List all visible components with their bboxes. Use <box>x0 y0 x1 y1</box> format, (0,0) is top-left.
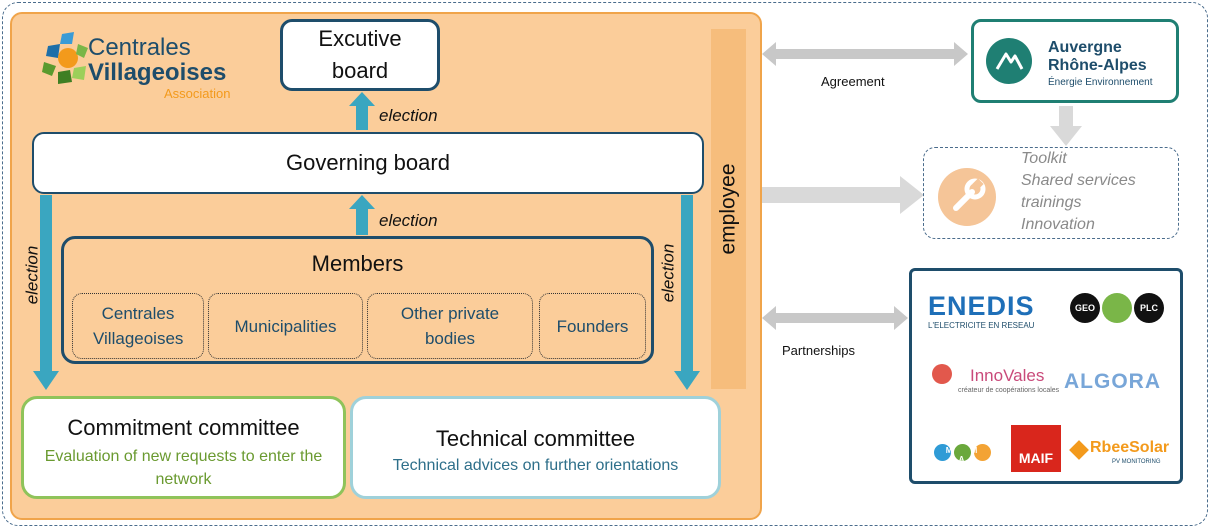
ara-down-arrow <box>1050 106 1082 146</box>
centrales-villageoises-logo: Centrales Villageoises Association <box>40 30 250 102</box>
members-title: Members <box>311 251 404 276</box>
employee-bar <box>711 29 746 389</box>
enedis-tagline: L'ELECTRICITE EN RESEAU <box>928 321 1035 330</box>
member-founders: Founders <box>539 293 646 359</box>
commitment-committee-title: Commitment committee <box>67 415 300 440</box>
rbee-solar-tagline: PV MONITORING <box>1112 459 1161 465</box>
mma-logo: M M A <box>934 443 994 464</box>
election-label-members: election <box>379 211 438 230</box>
agreement-arrow <box>762 42 968 66</box>
logo-line2: Villageoises <box>88 59 227 86</box>
globe-icon <box>1102 293 1132 323</box>
partners-box: ENEDIS L'ELECTRICITE EN RESEAU GEO PLC I… <box>909 268 1183 484</box>
employee-label: employee <box>716 163 740 255</box>
maif-logo: MAIF <box>1011 425 1061 472</box>
service-shared-services: Shared services <box>1021 172 1136 189</box>
innovales-logo: InnoVales <box>970 366 1045 385</box>
executive-board-label: Excutive board <box>318 26 402 83</box>
partnerships-label: Partnerships <box>782 343 855 358</box>
ara-line3: Énergie Environnement <box>1048 77 1153 88</box>
governing-board: Governing board <box>32 132 704 194</box>
election-arrow-up-top <box>349 92 375 130</box>
logo-line3: Association <box>164 86 231 101</box>
governing-board-label: Governing board <box>286 150 450 175</box>
algora-logo: ALGORA <box>1064 370 1161 393</box>
services-arrow <box>762 176 924 214</box>
leaf-mosaic-icon <box>42 32 88 84</box>
executive-board: Excutive board <box>280 19 440 91</box>
technical-committee-desc: Technical advices on further orientation… <box>392 457 679 474</box>
technical-committee-title: Technical committee <box>435 426 636 451</box>
technical-committee: Technical committee Technical advices on… <box>350 396 721 499</box>
member-other-private-bodies: Other private bodies <box>367 293 533 359</box>
mountain-icon <box>986 38 1032 84</box>
logo-line1: Centrales <box>88 34 191 61</box>
geo-plc-logo: GEO PLC <box>1070 291 1166 325</box>
service-toolkit: Toolkit <box>1021 150 1067 167</box>
agreement-label: Agreement <box>821 74 885 89</box>
ara-line2: Rhône-Alpes <box>1048 57 1147 74</box>
ara-line1: Auvergne <box>1048 39 1122 56</box>
election-arrow-down-left <box>33 195 59 390</box>
member-municipalities: Municipalities <box>208 293 363 359</box>
enedis-logo: ENEDIS <box>928 291 1035 321</box>
members-box: Members Centrales Villageoises Municipal… <box>61 236 654 364</box>
election-arrow-up-members <box>349 195 375 235</box>
election-label-left: election <box>21 245 41 305</box>
partnerships-arrow <box>762 306 908 330</box>
wrench-icon <box>938 168 996 226</box>
innovales-icon <box>932 364 952 384</box>
member-centrales-villageoises: Centrales Villageoises <box>72 293 204 359</box>
commitment-committee: Commitment committee Evaluation of new r… <box>21 396 346 499</box>
innovales-tagline: créateur de coopérations locales <box>958 387 1060 394</box>
election-label-right: election <box>657 243 677 303</box>
rbee-solar-logo: RbeeSolar <box>1090 439 1170 456</box>
shared-services-box: Toolkit Shared services trainings Innova… <box>923 147 1179 239</box>
rbee-icon <box>1069 440 1089 460</box>
election-label-top: election <box>379 106 438 125</box>
commitment-committee-desc: Evaluation of new requests to enter the … <box>44 448 323 488</box>
auvergne-rhone-alpes-box: Auvergne Rhône-Alpes Énergie Environneme… <box>971 19 1179 103</box>
election-arrow-down-right <box>674 195 700 390</box>
service-innovation: Innovation <box>1021 216 1095 233</box>
service-trainings: trainings <box>1021 194 1082 211</box>
